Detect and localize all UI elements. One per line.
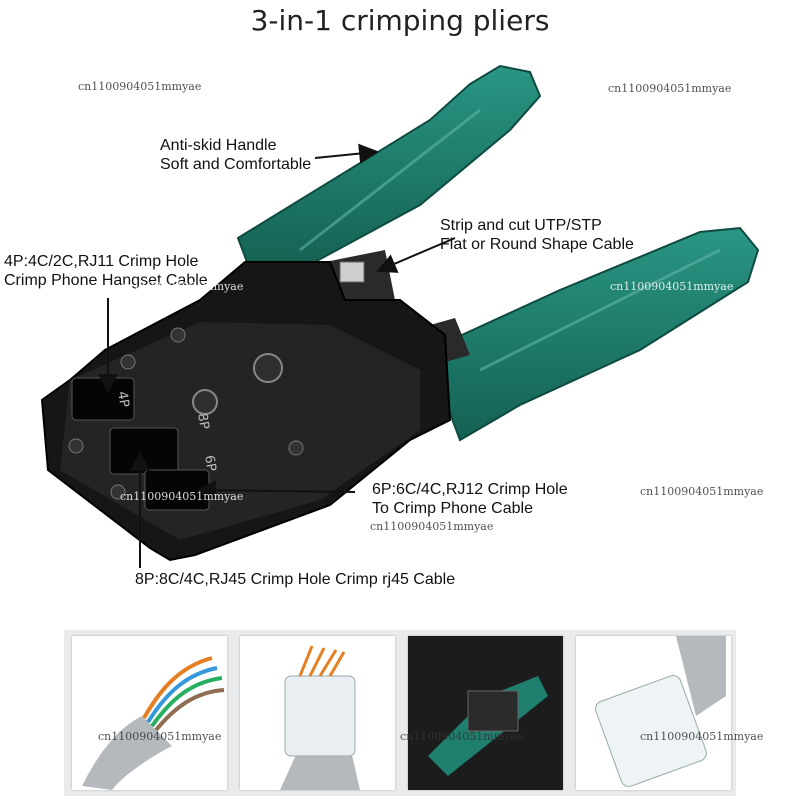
rj12-arrow xyxy=(196,480,356,501)
die-mark-6p: 6P xyxy=(201,454,219,473)
connector-insert-image xyxy=(280,645,360,790)
watermark: cn1100904051mmyae xyxy=(370,520,494,533)
photo-strip xyxy=(64,630,736,796)
watermark: cn1100904051mmyae xyxy=(78,80,202,93)
callout-handle: Anti-skid Handle Soft and Comfortable xyxy=(160,137,312,173)
handle-arrow xyxy=(314,143,379,164)
watermark: cn1100904051mmyae xyxy=(98,730,222,743)
die-mark-8p: 8P xyxy=(194,412,212,431)
thumb-finished-plug xyxy=(576,636,731,790)
watermark: cn1100904051mmyae xyxy=(400,730,524,743)
callout-rj11: 4P:4C/2C,RJ11 Crimp Hole Crimp Phone Han… xyxy=(4,253,208,289)
lower-handle xyxy=(438,226,760,442)
page-title: 3-in-1 crimping pliers xyxy=(250,4,550,37)
callout-rj45: 8P:8C/4C,RJ45 Crimp Hole Crimp rj45 Cabl… xyxy=(135,571,456,588)
callout-rj12: 6P:6C/4C,RJ12 Crimp Hole To Crimp Phone … xyxy=(372,481,568,517)
stripped-cable-image xyxy=(82,656,225,790)
crimping-action-image xyxy=(428,676,548,776)
watermark: cn1100904051mmyae xyxy=(610,280,734,293)
finished-plug-image xyxy=(595,636,726,787)
watermark: cn1100904051mmyae xyxy=(640,485,764,498)
die-mark-4p: 4P xyxy=(114,390,132,409)
thumb-connector-insert xyxy=(240,636,395,790)
watermark: cn1100904051mmyae xyxy=(608,82,732,95)
callout-strip: Strip and cut UTP/STP Flat or Round Shap… xyxy=(440,217,634,253)
thumb-stripped-cable xyxy=(72,636,227,790)
strip-arrow xyxy=(376,237,456,273)
watermark: cn1100904051mmyae xyxy=(120,280,244,293)
thumb-crimping-action xyxy=(408,636,563,790)
crimping-jaw-body xyxy=(40,261,452,562)
watermark: cn1100904051mmyae xyxy=(120,490,244,503)
watermark: cn1100904051mmyae xyxy=(640,730,764,743)
